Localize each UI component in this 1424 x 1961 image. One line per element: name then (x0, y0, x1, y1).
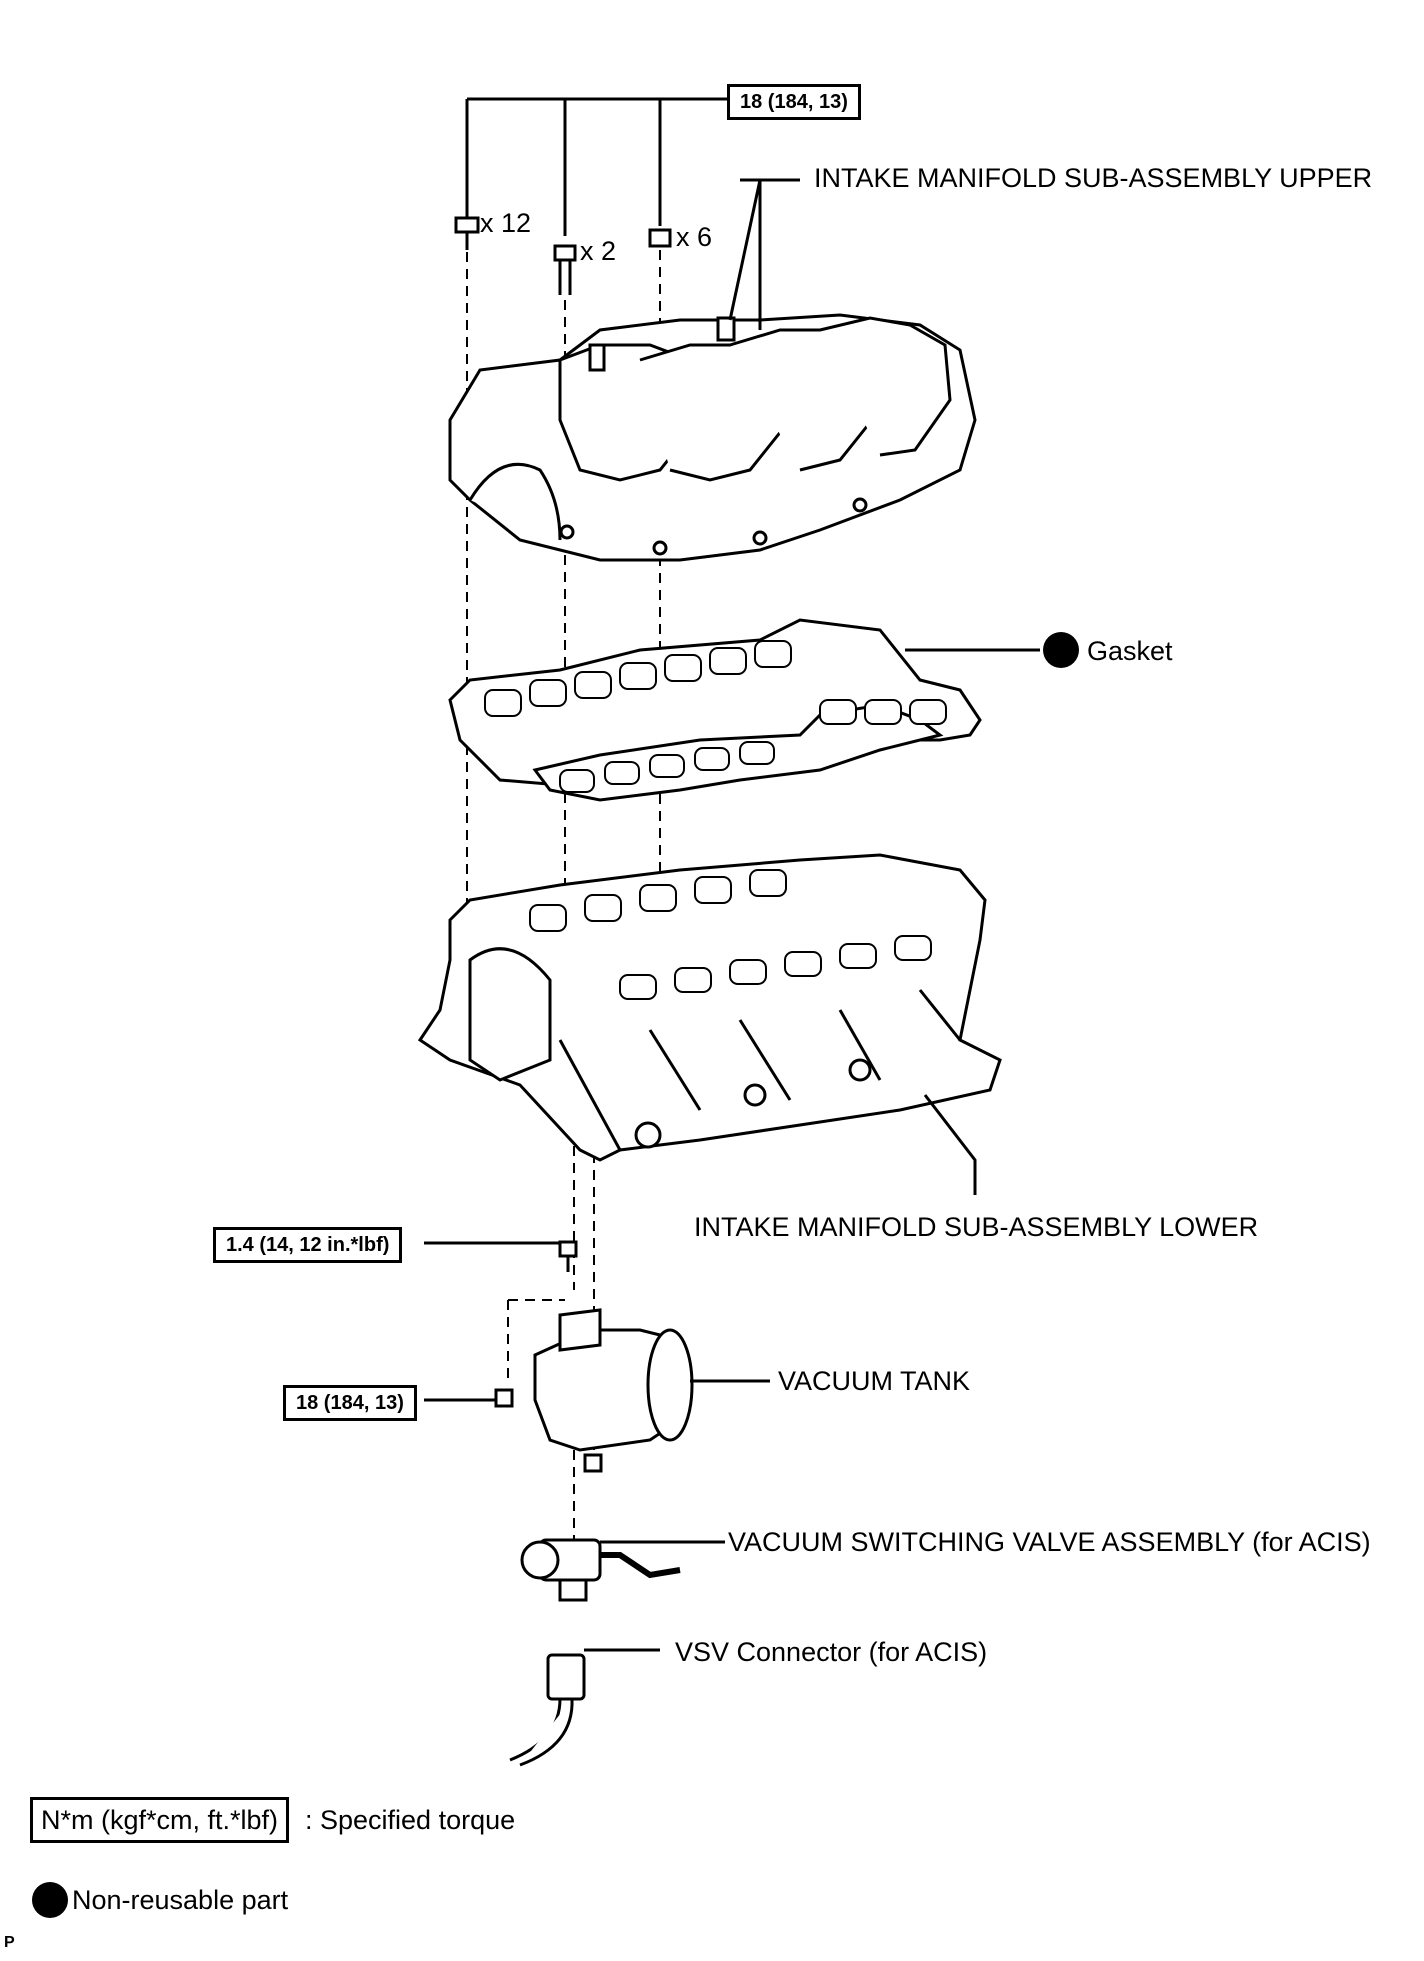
vsv-connector-drawing (509, 1653, 586, 1767)
qty-bolts-b: x 2 (580, 236, 617, 266)
legend-torque-box: N*m (kgf*cm, ft.*lbf) (30, 1797, 290, 1843)
legend-non-reusable-text: Non-reusable part (72, 1885, 289, 1915)
corner-mark: P (4, 1934, 15, 1951)
lower-manifold-drawing (417, 853, 1002, 1162)
torque-spec-vacuum-tank-bolt: 1.4 (14, 12 in.*lbf) (213, 1227, 403, 1263)
torque-spec-top: 18 (184, 13) (727, 84, 861, 120)
bolt-icon-x2 (553, 244, 577, 295)
vsv-assembly-drawing (520, 1538, 681, 1602)
vacuum-tank-drawing (494, 1240, 694, 1473)
non-reusable-mark-icon (1043, 632, 1079, 668)
legend-non-reusable-icon (32, 1882, 68, 1918)
bolt-icon-x12 (454, 216, 480, 250)
callout-vacuum-tank: VACUUM TANK (778, 1366, 971, 1396)
callout-gasket: Gasket (1087, 636, 1173, 666)
upper-leader (728, 179, 762, 321)
top-torque-bracket (465, 97, 727, 236)
qty-bolts-a: x 12 (480, 208, 532, 238)
callout-vsv-assembly: VACUUM SWITCHING VALVE ASSEMBLY (for ACI… (728, 1527, 1371, 1557)
gasket-drawing (448, 618, 982, 802)
legend-torque-text: : Specified torque (305, 1805, 516, 1835)
callout-lower-manifold: INTAKE MANIFOLD SUB-ASSEMBLY LOWER (694, 1212, 1259, 1242)
callout-vsv-connector: VSV Connector (for ACIS) (675, 1637, 988, 1667)
lower-leader (923, 1094, 977, 1195)
upper-manifold-drawing (448, 178, 977, 562)
nut-icon-x6 (648, 228, 672, 248)
torque-spec-vacuum-tank-nut: 18 (184, 13) (283, 1385, 417, 1421)
qty-nuts: x 6 (676, 222, 713, 252)
callout-upper-manifold: INTAKE MANIFOLD SUB-ASSEMBLY UPPER (814, 163, 1373, 193)
